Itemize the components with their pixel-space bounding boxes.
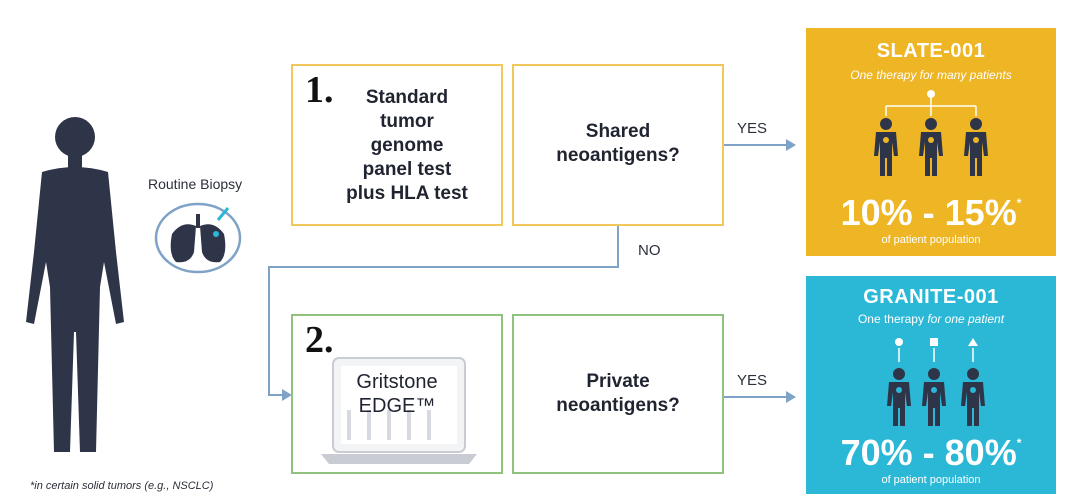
no-label: NO bbox=[638, 242, 661, 259]
step2-number: 2. bbox=[305, 319, 334, 361]
yes-arrow-2 bbox=[724, 396, 788, 398]
patient-figures-icon bbox=[887, 368, 985, 426]
no-connector-to-step2 bbox=[268, 394, 284, 396]
laptop-icon bbox=[321, 357, 477, 464]
step1-line: Standard bbox=[365, 87, 449, 108]
granite-caption: of patient population bbox=[881, 474, 981, 486]
arrow-head-icon bbox=[282, 389, 292, 401]
granite-panel: GRANITE-001 One therapy for one patient … bbox=[806, 276, 1056, 494]
question-line: neoantigens? bbox=[556, 145, 680, 166]
slate-percent: 10% - 15%* bbox=[806, 192, 1056, 234]
step2-product-text: Gritstone EDGE™ bbox=[293, 370, 501, 418]
product-line: EDGE™ bbox=[358, 395, 436, 417]
yes-label-1: YES bbox=[737, 120, 768, 137]
step1-test-box: 1. Standard tumor genome panel test plus… bbox=[291, 64, 503, 226]
footnote: *in certain solid tumors (e.g., NSCLC) bbox=[30, 480, 214, 492]
step1-line: tumor bbox=[380, 111, 434, 132]
slate-title: SLATE-001 bbox=[876, 40, 986, 62]
step1-line: genome bbox=[370, 135, 444, 156]
granite-title: GRANITE-001 bbox=[863, 286, 999, 308]
slate-caption: of patient population bbox=[881, 234, 981, 246]
granite-asterisk: * bbox=[1016, 436, 1022, 450]
question-line: neoantigens? bbox=[556, 395, 680, 416]
step1-line: plus HLA test bbox=[346, 183, 468, 204]
question-line: Shared bbox=[585, 121, 651, 142]
step1-line: panel test bbox=[362, 159, 452, 180]
yes-arrow-1 bbox=[724, 144, 788, 146]
slate-subtitle: One therapy for many patients bbox=[850, 68, 1012, 82]
question-line: Private bbox=[586, 371, 650, 392]
slate-panel: SLATE-001 One therapy for many patients … bbox=[806, 28, 1056, 256]
patient-figures-icon bbox=[874, 118, 988, 176]
shared-tree-icon bbox=[885, 90, 977, 116]
private-shapes-icon bbox=[895, 338, 978, 362]
granite-percent: 70% - 80%* bbox=[806, 432, 1056, 474]
step2-question-text: Private neoantigens? bbox=[514, 370, 722, 418]
arrow-head-icon bbox=[786, 391, 796, 403]
granite-subtitle: One therapy for one patient bbox=[806, 312, 1056, 326]
product-line: Gritstone bbox=[356, 371, 438, 393]
granite-percent-value: 70% - 80% bbox=[840, 432, 1017, 473]
granite-subtitle-italic: for one patient bbox=[927, 312, 1005, 326]
slate-asterisk: * bbox=[1016, 196, 1022, 210]
step1-question-box: Shared neoantigens? bbox=[512, 64, 724, 226]
granite-subtitle-plain: One therapy bbox=[857, 312, 928, 326]
step1-number: 1. bbox=[305, 69, 334, 111]
no-connector-horizontal bbox=[268, 266, 619, 268]
arrow-head-icon bbox=[786, 139, 796, 151]
no-connector-down bbox=[268, 266, 270, 396]
human-silhouette-icon bbox=[26, 117, 124, 452]
biopsy-label: Routine Biopsy bbox=[148, 176, 243, 192]
lungs-icon bbox=[154, 202, 242, 274]
slate-percent-value: 10% - 15% bbox=[840, 192, 1017, 233]
no-connector-vertical bbox=[617, 226, 619, 268]
step1-test-text: Standard tumor genome panel test plus HL… bbox=[313, 86, 501, 206]
step1-question-text: Shared neoantigens? bbox=[514, 120, 722, 168]
step2-edge-box: 2. Gritstone EDGE™ bbox=[291, 314, 503, 474]
step2-question-box: Private neoantigens? bbox=[512, 314, 724, 474]
yes-label-2: YES bbox=[737, 372, 768, 389]
